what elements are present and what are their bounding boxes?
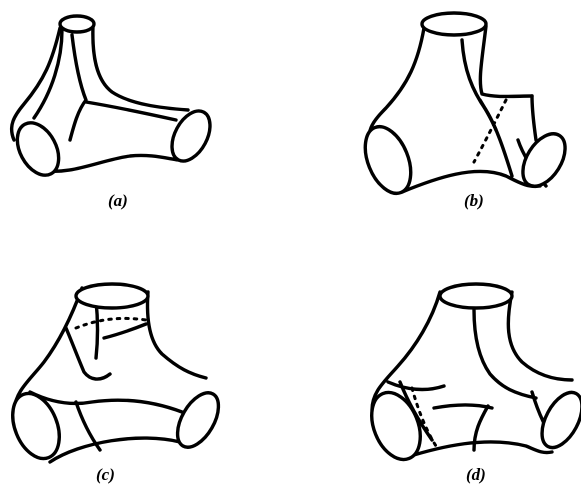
top-boundary	[440, 284, 512, 308]
caption-b: (b)	[464, 191, 484, 210]
pants-outline	[356, 13, 573, 200]
pants-outline	[362, 284, 581, 467]
caption-d: (d)	[466, 465, 486, 484]
pants-outline	[9, 16, 218, 182]
panel-b: (b)	[356, 13, 573, 210]
caption-a: (a)	[108, 191, 128, 210]
pants-outline	[4, 284, 227, 465]
panel-d: (d)	[362, 284, 581, 484]
left-boundary	[4, 387, 68, 466]
right-boundary	[169, 386, 227, 454]
panel-a: (a)	[9, 16, 218, 210]
top-boundary	[422, 13, 486, 35]
caption-c: (c)	[96, 465, 115, 484]
panel-c: (c)	[4, 284, 227, 484]
curve-dashed	[474, 100, 506, 162]
top-boundary	[60, 16, 94, 32]
top-boundary	[76, 284, 148, 308]
